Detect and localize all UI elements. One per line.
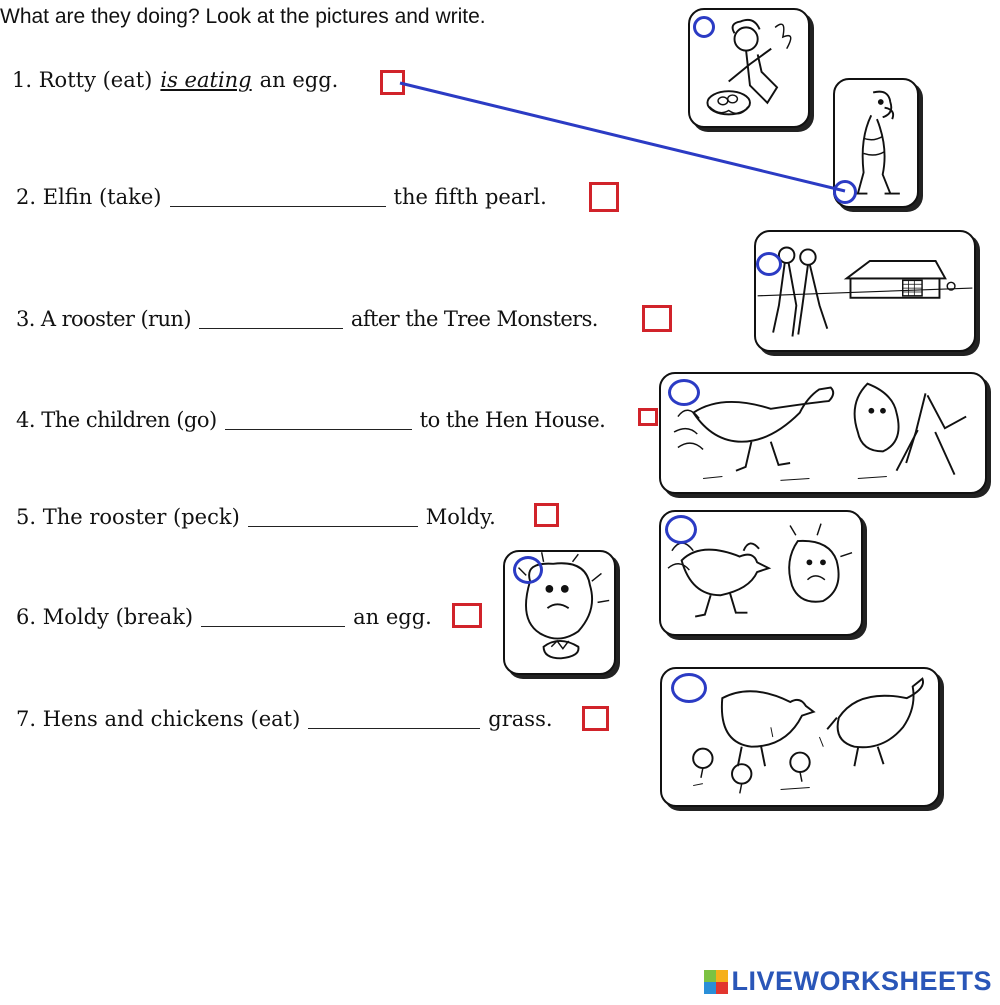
children-walking-to-hen-house-icon (757, 246, 973, 337)
sentence-prompt: A rooster (run) (40, 307, 192, 331)
sentence-ending: an egg. (353, 605, 432, 629)
logo-mark-icon (704, 969, 729, 994)
sentence-ending: after the Tree Monsters. (350, 307, 599, 331)
sentence-ending: an egg. (259, 68, 339, 92)
answer-field[interactable] (169, 186, 386, 207)
answer-field[interactable] (201, 606, 346, 627)
sentence-number: 5. (16, 505, 37, 529)
sentence-prompt: The rooster (peck) (42, 505, 240, 529)
answer-field[interactable] (198, 308, 343, 329)
match-box-2[interactable] (589, 182, 619, 212)
rooster-chasing-tree-monsters-icon (673, 382, 967, 481)
sentence-prompt: Elfin (take) (42, 185, 162, 209)
sentence-number: 1. (12, 68, 33, 92)
sentence-2: 2. Elfin (take) the fifth pearl. (16, 183, 547, 209)
answer-field[interactable] (308, 708, 481, 729)
answer-field[interactable] (247, 506, 418, 527)
elfin-monster-icon (854, 90, 900, 195)
match-dot-1[interactable] (693, 16, 715, 38)
sentence-number: 3. (16, 307, 35, 331)
match-dot-3[interactable] (756, 252, 782, 276)
sentence-3: 3. A rooster (run) after the Tree Monste… (16, 305, 598, 331)
sentence-prompt: Rotty (eat) (38, 68, 153, 92)
sentence-prompt: Hens and chickens (eat) (42, 707, 301, 731)
match-dot-7[interactable] (671, 673, 707, 703)
sentence-number: 7. (16, 707, 37, 731)
liveworksheets-logo: LIVEWORKSHEETS (704, 966, 992, 997)
sentence-ending: the fifth pearl. (393, 185, 547, 209)
sentence-ending: grass. (488, 707, 553, 731)
answer-field[interactable]: is eating (160, 68, 252, 92)
match-box-7[interactable] (582, 706, 609, 731)
match-box-1[interactable] (380, 70, 405, 95)
instruction-text: What are they doing? Look at the picture… (0, 5, 486, 28)
match-dot-6[interactable] (665, 515, 697, 544)
sentence-4: 4. The children (go) to the Hen House. (16, 406, 606, 432)
match-box-5[interactable] (534, 503, 559, 527)
match-box-6[interactable] (452, 603, 482, 628)
match-box-4[interactable] (638, 408, 658, 426)
sentence-prompt: Moldy (break) (42, 605, 194, 629)
sentence-ending: to the Hen House. (419, 408, 606, 432)
sentence-6: 6. Moldy (break) an egg. (16, 603, 432, 629)
sentence-number: 2. (16, 185, 37, 209)
answer-field[interactable] (224, 409, 412, 430)
sentence-7: 7. Hens and chickens (eat) grass. (16, 705, 553, 731)
sentence-prompt: The children (go) (41, 408, 217, 432)
sentence-ending: Moldy. (425, 505, 496, 529)
hens-and-chickens-icon (692, 677, 924, 794)
sentence-1: 1. Rotty (eat) is eating an egg. (12, 68, 338, 92)
picture-3 (754, 230, 976, 352)
rooster-pecking-moldy-icon (667, 523, 853, 618)
match-box-3[interactable] (642, 305, 672, 332)
sentence-5: 5. The rooster (peck) Moldy. (16, 503, 496, 529)
sentence-number: 4. (16, 408, 36, 432)
logo-text: LIVEWORKSHEETS (731, 966, 992, 996)
match-dot-5[interactable] (513, 556, 543, 584)
sentence-number: 6. (16, 605, 37, 629)
match-dot-4[interactable] (668, 379, 700, 406)
picture-4 (659, 372, 987, 494)
match-dot-2[interactable] (833, 180, 857, 204)
